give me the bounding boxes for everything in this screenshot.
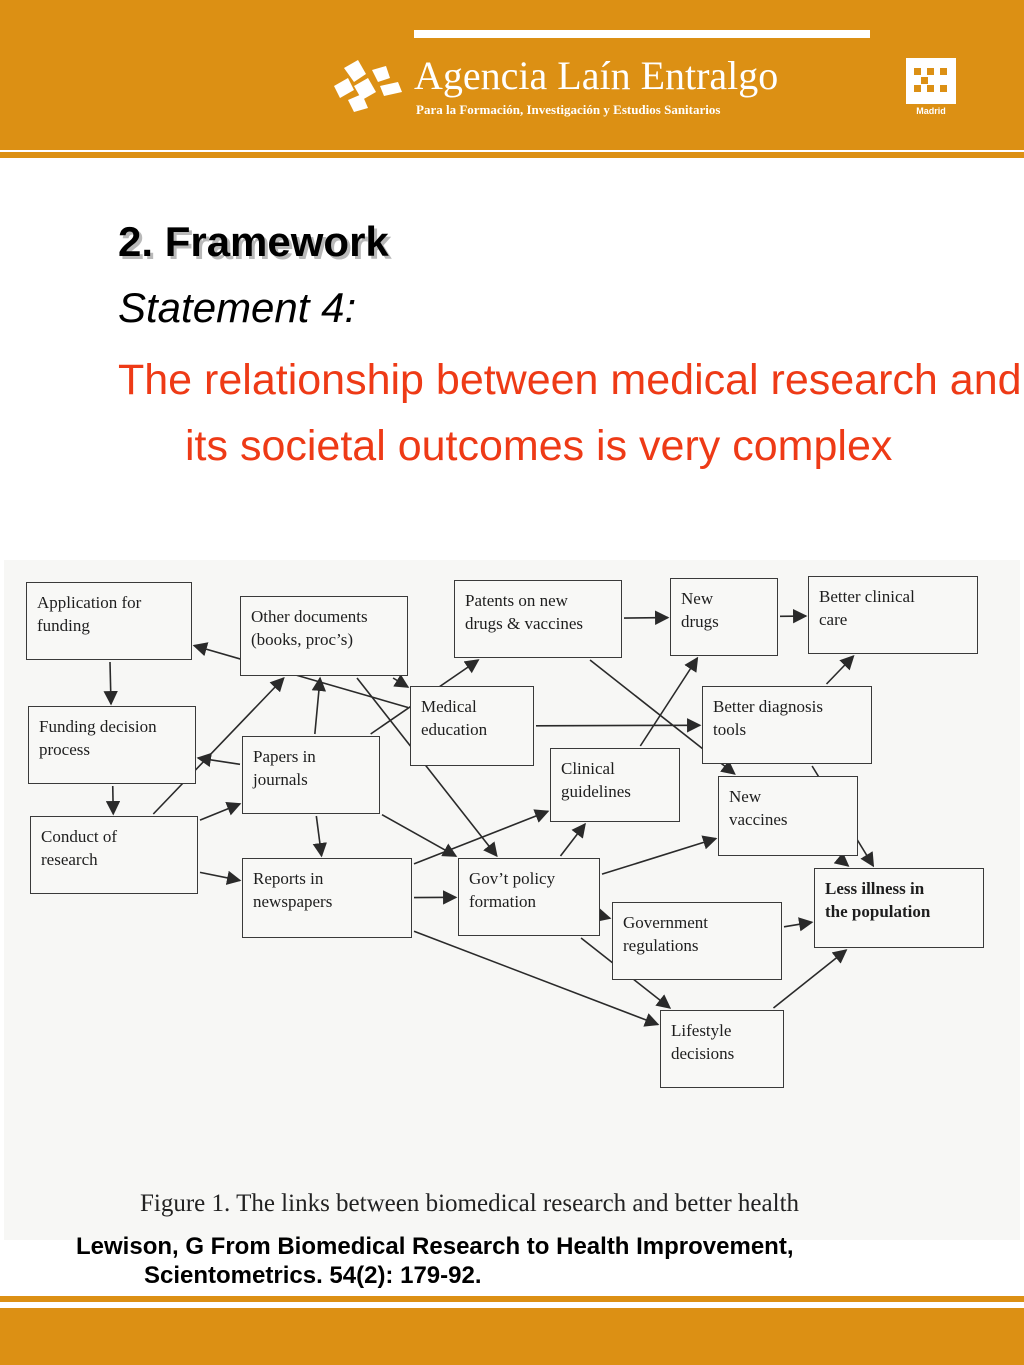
- arrow-govt-policy-to-clinical-guidelines: [559, 822, 586, 857]
- node-medical-education: Medical education: [410, 686, 534, 766]
- arrow-govt-regulations-to-less-illness: [783, 917, 814, 932]
- arrow-better-diagnosis-to-better-care: [825, 654, 855, 685]
- arrow-new-vaccines-to-less-illness: [833, 852, 850, 867]
- node-new-drugs: New drugs: [670, 578, 778, 656]
- arrow-other-docs-to-medical-education: [392, 674, 410, 688]
- node-government-regulations: Government regulations: [612, 902, 782, 980]
- arrow-conduct-to-reports: [199, 870, 242, 885]
- header-accent-bar: [414, 30, 870, 38]
- node-conduct-of-research: Conduct of research: [30, 816, 198, 894]
- madrid-label: Madrid: [916, 106, 946, 116]
- arrow-lifestyle-to-less-illness: [772, 949, 848, 1009]
- node-new-vaccines: New vaccines: [718, 776, 858, 856]
- node-clinical-guidelines: Clinical guidelines: [550, 748, 680, 822]
- header-band: Agencia Laín Entralgo Para la Formación,…: [0, 0, 1024, 150]
- section-title: 2. Framework: [118, 218, 389, 265]
- arrow-conduct-to-papers: [199, 802, 242, 821]
- node-other-documents: Other documents (books, proc’s): [240, 596, 408, 676]
- node-lifestyle-decisions: Lifestyle decisions: [660, 1010, 784, 1088]
- arrow-reports-to-lifestyle: [413, 930, 660, 1027]
- footer-band: [0, 1308, 1024, 1365]
- arrow-papers-to-other-docs: [311, 676, 327, 735]
- arrow-medical-education-to-better-diagnosis: [535, 718, 702, 733]
- arrow-conduct-to-other-docs: [152, 676, 285, 815]
- statement-label: Statement 4:: [118, 284, 357, 331]
- agency-logo-icon: [334, 60, 402, 112]
- node-patents: Patents on new drugs & vaccines: [454, 580, 622, 658]
- arrow-papers-to-funding-decision: [196, 752, 241, 768]
- node-less-illness: Less illness in the population: [814, 868, 984, 948]
- org-name: Agencia Laín Entralgo: [414, 53, 779, 98]
- arrow-govt-policy-to-new-vaccines: [601, 835, 718, 875]
- org-subtitle: Para la Formación, Investigación y Estud…: [416, 102, 721, 117]
- node-better-diagnosis-tools: Better diagnosis tools: [702, 686, 872, 764]
- citation: Lewison, G From Biomedical Research to H…: [76, 1233, 794, 1289]
- node-application-for-funding: Application for funding: [26, 582, 192, 660]
- statement-claim: The relationship between medical researc…: [118, 356, 1022, 470]
- node-reports-in-newspapers: Reports in newspapers: [242, 858, 412, 938]
- arrow-funding-decision-to-conduct: [105, 785, 121, 816]
- node-papers-in-journals: Papers in journals: [242, 736, 380, 814]
- node-govt-policy-formation: Gov’t policy formation: [458, 858, 600, 936]
- figure-caption: Figure 1. The links between biomedical r…: [140, 1190, 800, 1217]
- arrow-reports-to-clinical-guidelines: [413, 809, 550, 865]
- arrow-application-to-funding-decision: [103, 661, 118, 706]
- header-divider: [0, 150, 1024, 153]
- footer-rule: [0, 1296, 1024, 1302]
- node-funding-decision-process: Funding decision process: [28, 706, 196, 784]
- madrid-flag-icon: [906, 58, 956, 104]
- node-better-clinical-care: Better clinical care: [808, 576, 978, 654]
- header-rule: [0, 152, 1024, 158]
- arrow-govt-policy-to-govt-regulations: [595, 907, 612, 922]
- arrow-other-docs-to-govt-policy: [356, 677, 498, 858]
- madrid-badge: Madrid: [906, 58, 956, 118]
- arrow-papers-to-reports: [312, 815, 328, 858]
- research-links-diagram: Application for funding Funding decision…: [4, 560, 1020, 1240]
- arrow-clinical-guidelines-to-new-drugs: [639, 656, 699, 747]
- arrow-papers-to-govt-policy: [381, 814, 458, 857]
